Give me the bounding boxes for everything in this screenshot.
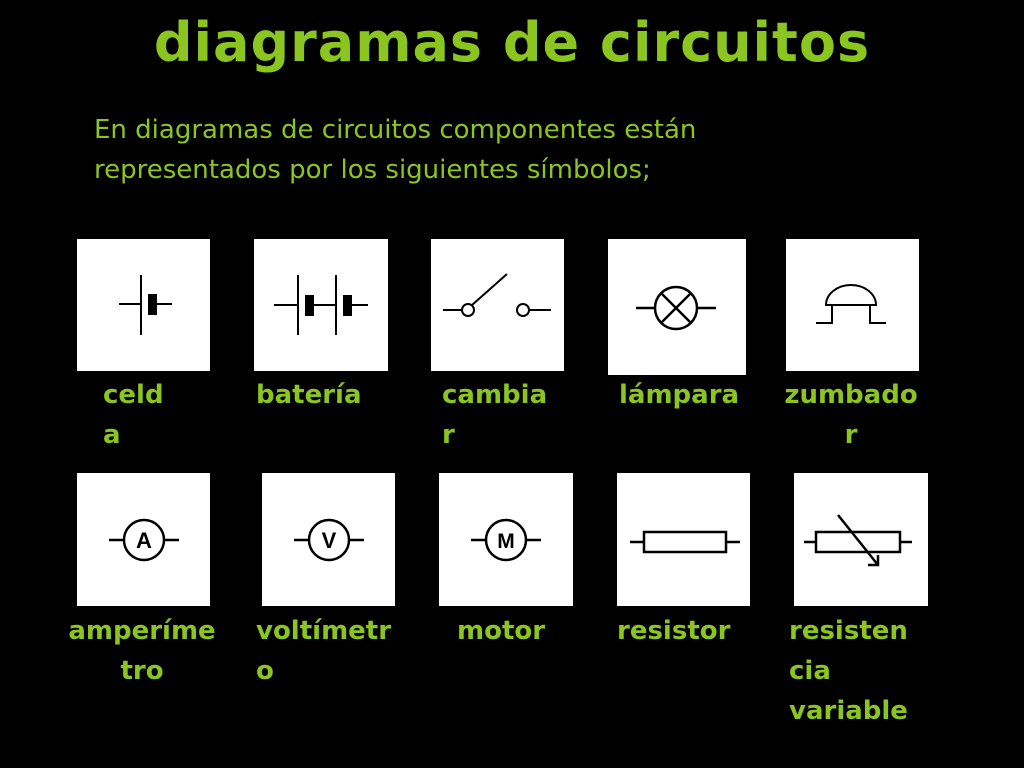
variable-resistor-tile <box>794 473 928 606</box>
resistor-tile <box>617 473 750 606</box>
buzzer-tile <box>786 239 919 371</box>
voltmeter-letter: V <box>322 528 337 553</box>
ammeter-label: amperíme tro <box>68 616 216 686</box>
ammeter-symbol-icon: A <box>109 518 179 562</box>
cell-tile <box>77 239 210 371</box>
battery-symbol-icon <box>274 275 368 335</box>
motor-tile: M <box>439 473 573 606</box>
cell-label: celd a <box>103 380 164 450</box>
resistor-label: resistor <box>617 616 731 646</box>
voltmeter-symbol-icon: V <box>294 518 364 562</box>
motor-letter: M <box>497 530 515 553</box>
lamp-symbol-icon <box>636 285 716 331</box>
switch-symbol-icon <box>443 273 551 317</box>
motor-label: motor <box>457 616 546 646</box>
lamp-label: lámpara <box>619 380 740 410</box>
voltmeter-label: voltímetr o <box>256 616 392 686</box>
cell-symbol-icon <box>119 275 172 335</box>
variable-resistor-label: resisten cia variable <box>789 616 908 726</box>
ammeter-letter: A <box>136 528 152 553</box>
buzzer-symbol-icon <box>816 284 886 324</box>
variable-resistor-symbol-icon <box>804 514 912 567</box>
switch-tile <box>431 239 564 371</box>
buzzer-label: zumbado r <box>784 380 918 450</box>
page-title: diagramas de circuitos <box>153 11 871 74</box>
battery-tile <box>254 239 388 371</box>
intro-text: En diagramas de circuitos componentes es… <box>94 115 697 185</box>
resistor-symbol-icon <box>630 530 740 554</box>
voltmeter-tile: V <box>262 473 395 606</box>
ammeter-tile: A <box>77 473 210 606</box>
motor-symbol-icon: M <box>471 518 541 562</box>
lamp-tile <box>608 239 746 375</box>
battery-label: batería <box>256 380 362 410</box>
switch-label: cambia r <box>442 380 548 450</box>
